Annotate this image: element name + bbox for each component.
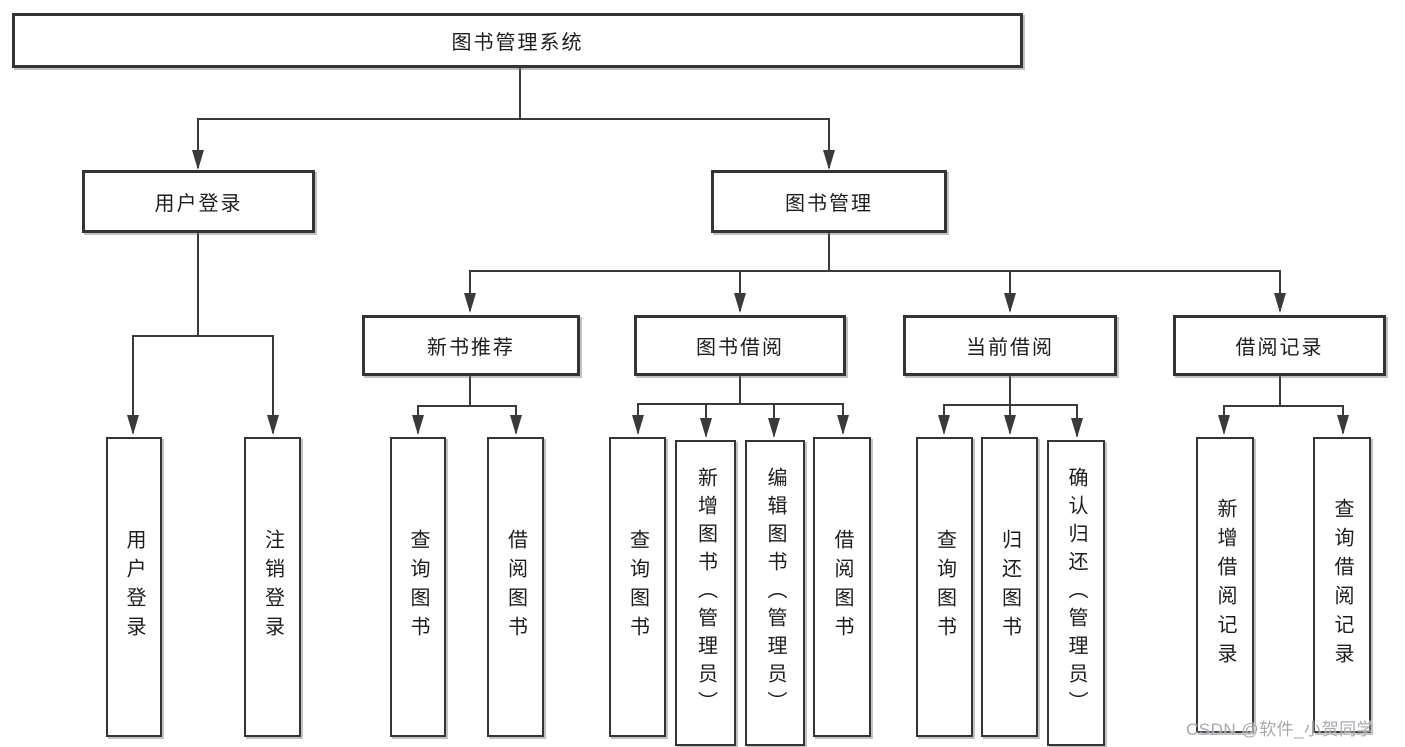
node-borrow-record: 借阅记录 (1173, 315, 1386, 376)
node-book-management: 图书管理 (711, 170, 947, 233)
csdn-watermark: CSDN @软件_小贺同学 (1186, 720, 1375, 739)
leaf-recommend-query-book: 查询图书 (390, 437, 446, 737)
leaf-logout: 注销登录 (244, 437, 301, 737)
leaf-add-book-admin: 新增图书（管理员） (675, 440, 736, 746)
leaf-return-book: 归还图书 (981, 437, 1038, 737)
leaf-borrow-book: 借阅图书 (813, 437, 871, 737)
leaf-user-login: 用户登录 (106, 437, 162, 737)
leaf-confirm-return-admin: 确认归还（管理员） (1047, 440, 1105, 746)
leaf-add-borrow-record: 新增借阅记录 (1196, 437, 1254, 733)
node-new-book-recommend: 新书推荐 (362, 315, 580, 376)
leaf-edit-book-admin: 编辑图书（管理员） (745, 440, 805, 746)
node-user-login: 用户登录 (82, 170, 315, 233)
leaf-recommend-borrow-book: 借阅图书 (487, 437, 544, 737)
leaf-current-query-book: 查询图书 (916, 437, 973, 737)
leaf-query-borrow-record: 查询借阅记录 (1313, 437, 1371, 733)
node-root-system: 图书管理系统 (12, 13, 1023, 68)
node-current-borrow: 当前借阅 (903, 315, 1117, 376)
node-book-borrow: 图书借阅 (634, 315, 846, 376)
leaf-borrow-query-book: 查询图书 (609, 437, 666, 737)
